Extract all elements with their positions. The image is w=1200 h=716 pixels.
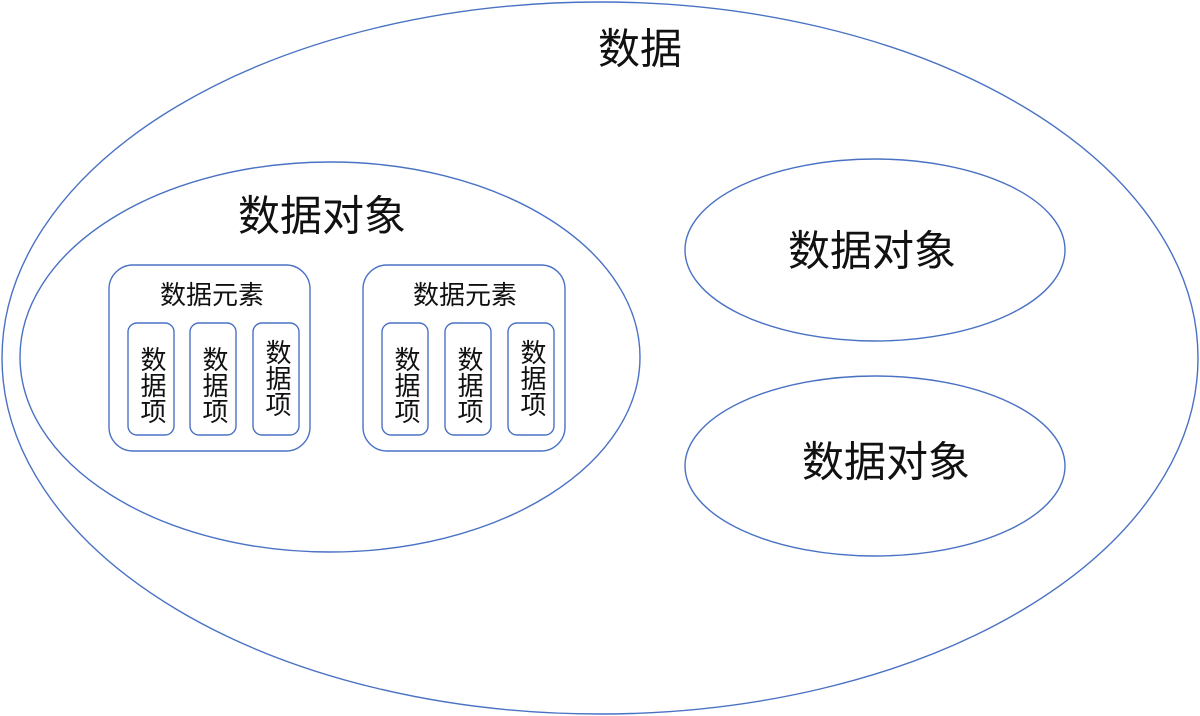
data-element-2-group: 数据元素 数据项 数据项 数据项 xyxy=(362,264,566,452)
data-element-1-group: 数据元素 数据项 数据项 数据项 xyxy=(108,264,311,452)
data-object-1-group: 数据对象 数据元素 数据项 数据项 数据项 数据元素 数据项 数据项 数据项 xyxy=(19,161,641,553)
data-item-label: 数据项 xyxy=(261,339,291,417)
data-object-1-ellipse xyxy=(19,161,641,553)
data-item-box xyxy=(252,322,300,436)
data-object-2-label: 数据对象 xyxy=(788,227,956,276)
data-item-label: 数据项 xyxy=(198,346,228,424)
data-item-label: 数据项 xyxy=(390,346,420,424)
data-item-box xyxy=(189,322,237,436)
data-item-label: 数据项 xyxy=(453,346,483,424)
data-root-label: 数据 xyxy=(598,25,682,74)
data-object-3-ellipse xyxy=(684,375,1066,557)
data-element-1-label: 数据元素 xyxy=(160,281,264,311)
data-item-box xyxy=(444,322,492,436)
data-item-box xyxy=(381,322,429,436)
data-item-box xyxy=(507,322,555,436)
data-element-2-label: 数据元素 xyxy=(413,281,517,311)
data-object-3-label: 数据对象 xyxy=(802,438,970,487)
data-item-label: 数据项 xyxy=(516,339,546,417)
data-object-3-group: 数据对象 xyxy=(684,375,1066,557)
data-object-2-ellipse xyxy=(684,158,1066,342)
data-item-box xyxy=(127,322,175,436)
data-object-1-label: 数据对象 xyxy=(238,192,406,241)
data-object-2-group: 数据对象 xyxy=(684,158,1066,342)
data-item-label: 数据项 xyxy=(136,346,166,424)
